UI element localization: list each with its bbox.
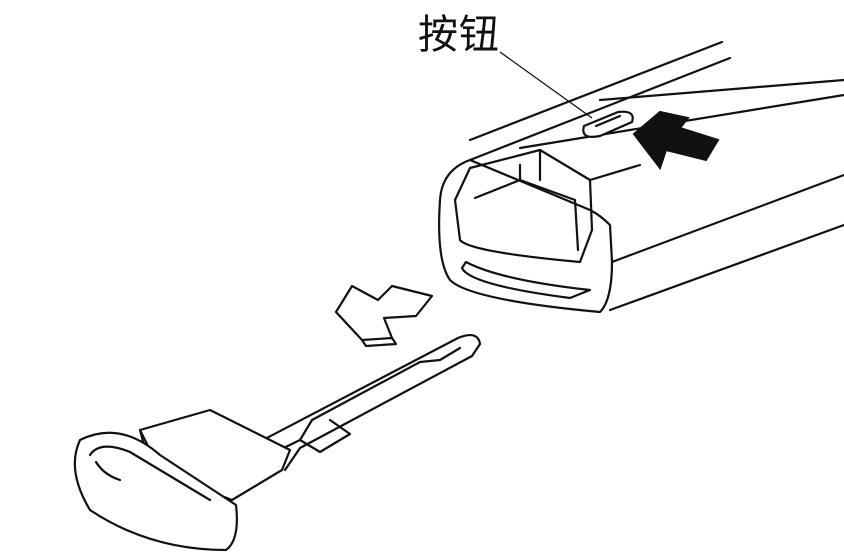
button-callout-label: 按钮 (418, 12, 500, 58)
pull-arrow-icon (334, 284, 434, 342)
mechanical-key (73, 333, 482, 552)
callout-leader-line (499, 51, 593, 119)
push-arrow-icon (632, 110, 720, 171)
release-button (582, 110, 634, 138)
key-fob (438, 40, 844, 314)
